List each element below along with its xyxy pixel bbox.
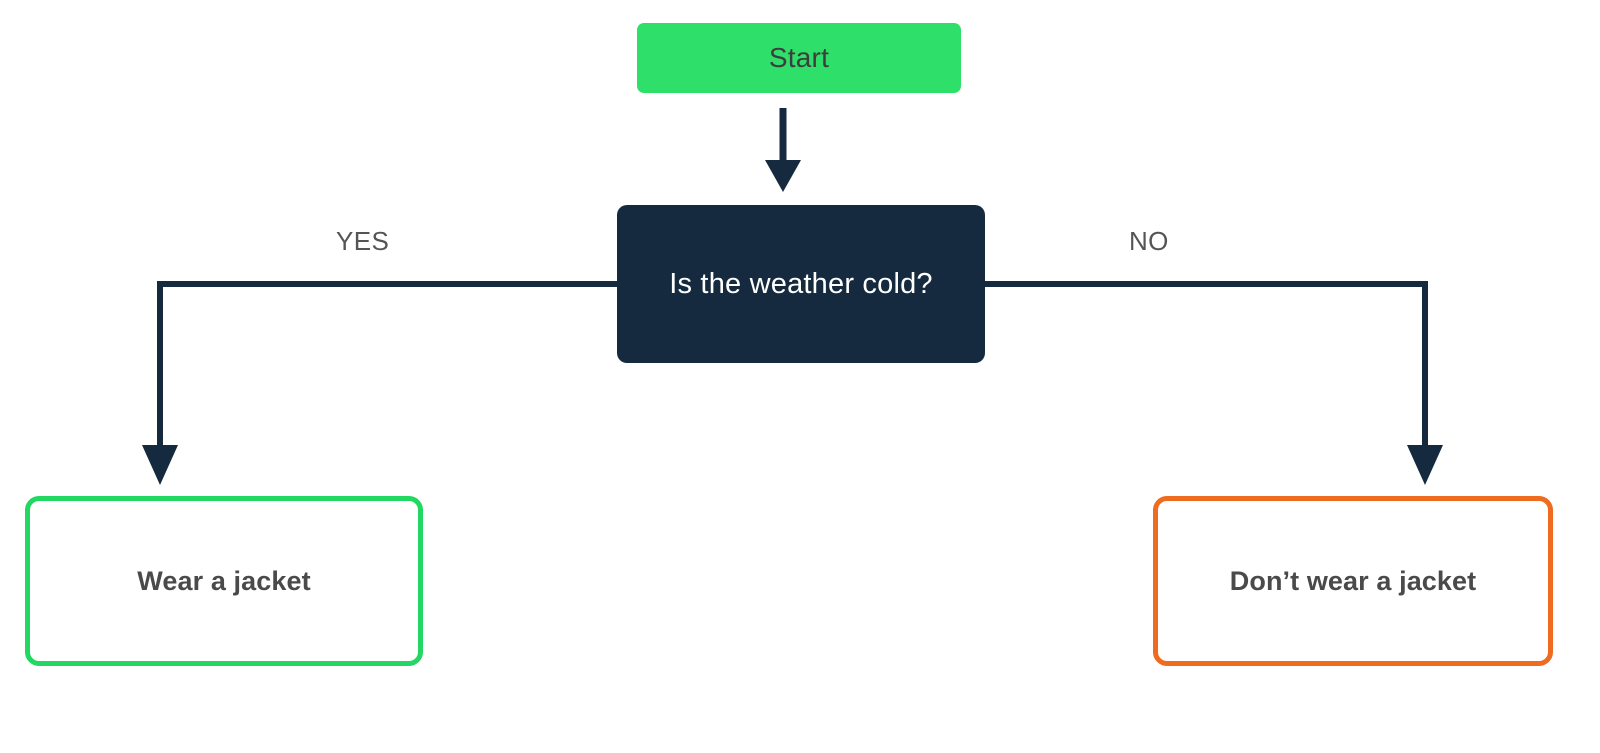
node-wear-a-jacket[interactable]: Wear a jacket xyxy=(25,496,423,666)
edge-no-branch xyxy=(985,281,1443,485)
edge-label-yes: YES xyxy=(336,226,390,256)
node-decision[interactable]: Is the weather cold? xyxy=(617,205,985,363)
edge-label-no: NO xyxy=(1129,226,1169,256)
node-wear-a-jacket-label: Wear a jacket xyxy=(137,565,311,596)
edge-start-to-decision xyxy=(765,108,801,192)
node-dont-wear-a-jacket-label: Don’t wear a jacket xyxy=(1229,565,1477,596)
node-dont-wear-a-jacket[interactable]: Don’t wear a jacket xyxy=(1153,496,1553,666)
node-decision-label: Is the weather cold? xyxy=(669,267,933,300)
node-start[interactable]: Start xyxy=(637,23,961,93)
edge-yes-branch xyxy=(142,281,617,485)
node-start-label: Start xyxy=(768,42,830,73)
